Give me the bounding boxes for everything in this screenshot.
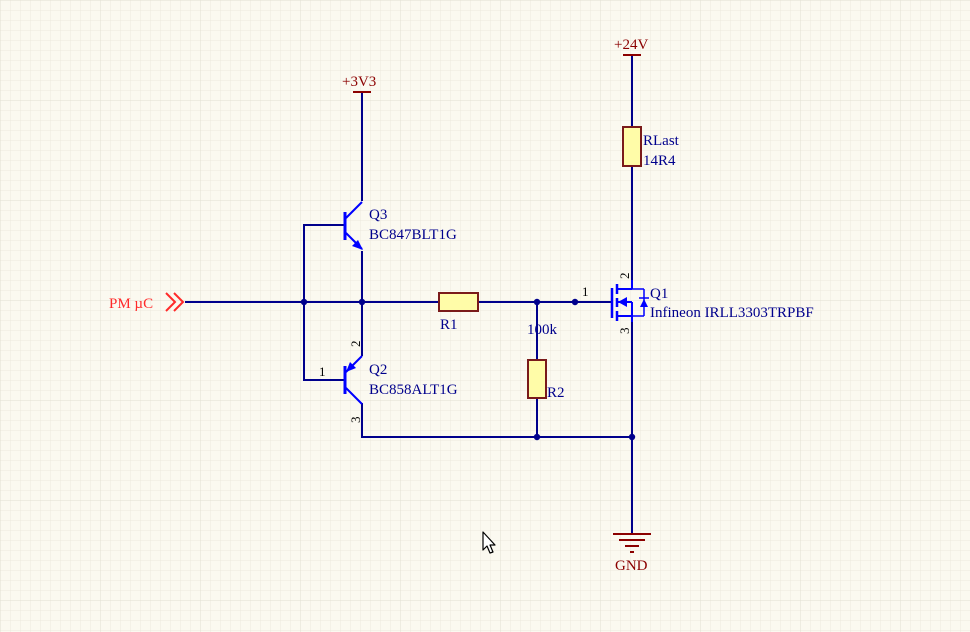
ground-symbol[interactable]: GND [613,533,651,574]
rlast-designator: RLast [643,133,680,149]
r1-value: 100k [527,322,558,338]
body-diode-icon [640,299,648,307]
junction-dot [358,298,366,306]
resistor-r2[interactable]: R2 [527,359,565,401]
port-chevron-icon [165,292,185,312]
transistor-q3[interactable]: Q3 BC847BLT1G [343,201,457,250]
junction-dot [533,433,541,441]
junction-dot [300,298,308,306]
transistor-q2[interactable]: 1 2 3 Q2 BC858ALT1G [319,341,458,424]
pnp-arrow-icon [346,362,356,372]
mouse-cursor-icon [482,531,496,554]
power-symbol-24v[interactable]: +24V [614,37,648,56]
q3-part: BC847BLT1G [369,227,457,243]
q1-pin-2: 2 [617,273,632,280]
q2-pin-3: 3 [348,417,363,424]
junction-dot [571,298,579,306]
q2-designator: Q2 [369,362,387,378]
q1-designator: Q1 [650,286,668,302]
resistor-rlast[interactable]: RLast 14R4 [622,126,680,169]
q1-pin-1: 1 [582,284,589,299]
junctions [300,298,636,441]
mosfet-q1[interactable]: 1 2 3 Q1 Infineon IRLL3303TRPBF [582,273,814,335]
mosfet-arrow-icon [618,297,627,307]
ground-label: GND [615,558,648,574]
q2-pin-2: 2 [348,341,363,348]
r1-designator: R1 [440,317,458,333]
rlast-value: 14R4 [643,153,676,169]
power-label-24v: +24V [614,37,648,53]
r2-designator: R2 [547,385,565,401]
power-symbol-3v3[interactable]: +3V3 [342,74,376,93]
power-label-3v3: +3V3 [342,74,376,90]
q3-designator: Q3 [369,207,387,223]
junction-dot [533,298,541,306]
junction-dot [628,433,636,441]
port-label: PM µC [109,296,153,312]
resistor-r1[interactable]: R1 100k [438,292,558,338]
npn-arrow-icon [352,240,363,250]
port-pm-uc[interactable]: PM µC [109,292,185,312]
q1-part: Infineon IRLL3303TRPBF [650,305,814,321]
q2-pin-1: 1 [319,364,326,379]
q1-pin-3: 3 [617,328,632,335]
q2-part: BC858ALT1G [369,382,458,398]
